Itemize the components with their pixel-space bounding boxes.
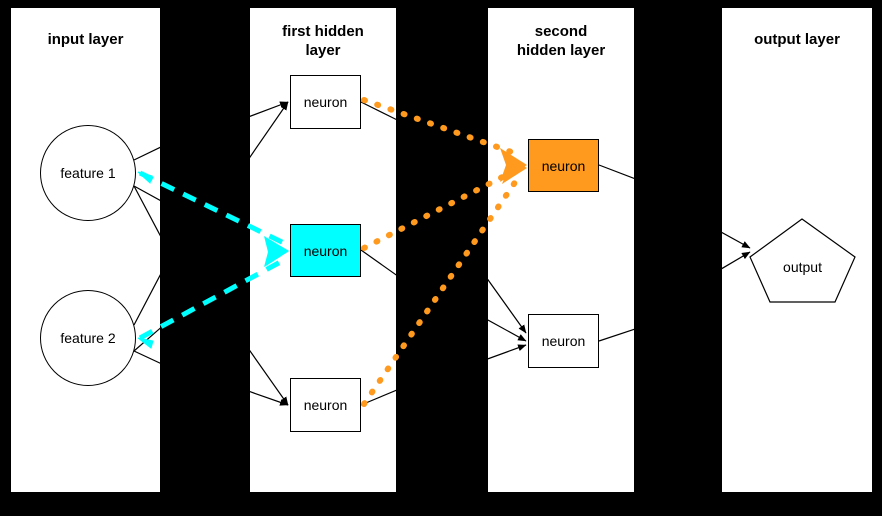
node-label-hidden1-middle: neuron: [303, 242, 348, 259]
panel-title-first-hidden-layer: first hidden layer: [282, 23, 364, 59]
panel-second-hidden-layer: second hidden layer: [488, 8, 634, 492]
node-label-feature-2: feature 2: [60, 330, 116, 346]
node-hidden1-middle-highlighted[interactable]: neuron: [290, 224, 361, 277]
node-hidden2-top-highlighted[interactable]: neuron: [528, 139, 599, 192]
node-feature-2[interactable]: feature 2: [40, 290, 136, 386]
node-hidden1-top[interactable]: neuron: [290, 75, 361, 129]
node-label-feature-1: feature 1: [60, 165, 116, 181]
node-label-hidden2-bottom: neuron: [541, 333, 586, 349]
panel-title-output-layer: output layer: [754, 31, 840, 48]
panel-title-input-layer: input layer: [47, 31, 124, 48]
node-label-hidden1-top: neuron: [303, 94, 348, 110]
panel-input-layer: input layer: [11, 8, 160, 492]
node-hidden2-bottom[interactable]: neuron: [528, 314, 599, 368]
node-output[interactable]: output: [750, 219, 855, 302]
node-label-hidden2-top: neuron: [541, 157, 586, 174]
node-feature-1[interactable]: feature 1: [40, 125, 136, 221]
node-label-output: output: [783, 258, 822, 275]
node-label-hidden1-bottom: neuron: [303, 397, 348, 413]
node-hidden1-bottom[interactable]: neuron: [290, 378, 361, 432]
panel-title-second-hidden-layer: second hidden layer: [516, 23, 606, 59]
